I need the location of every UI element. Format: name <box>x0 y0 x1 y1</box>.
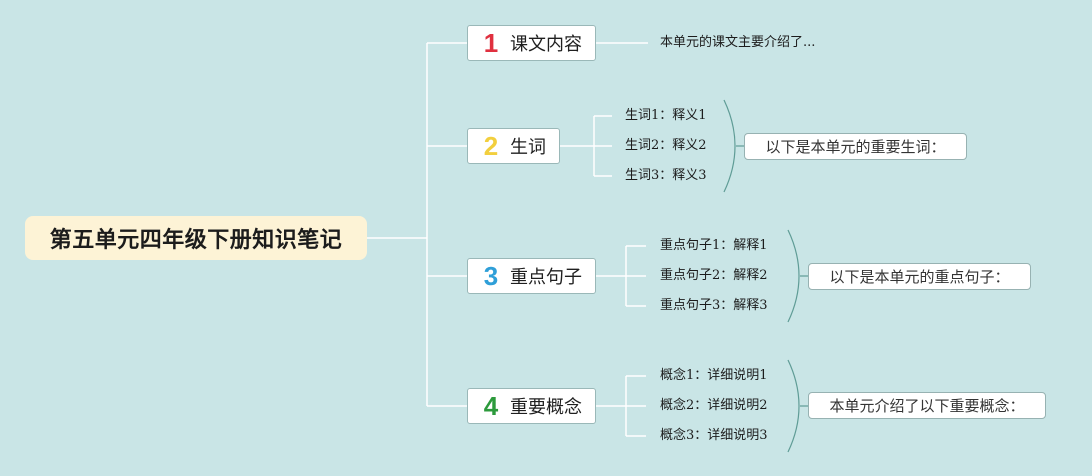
branch-4-topic[interactable]: 4 重要概念 <box>467 388 596 424</box>
number-3-icon: 3 <box>483 261 499 291</box>
branch-4-leaf-3[interactable]: 概念3：详细说明3 <box>660 428 768 443</box>
root-title: 第五单元四年级下册知识笔记 <box>49 228 343 253</box>
branch-3-summary-brace <box>787 229 800 323</box>
branch-3-summary[interactable]: 以下是本单元的重点句子： <box>808 263 1031 290</box>
summary-braces <box>723 99 808 453</box>
branch-1-topic[interactable]: 1 课文内容 <box>467 25 596 61</box>
branch-2-summary-brace <box>723 99 736 193</box>
number-2-icon: 2 <box>483 131 499 161</box>
branch-3-summary-text: 以下是本单元的重点句子： <box>829 268 1010 286</box>
branch-2-summary[interactable]: 以下是本单元的重要生词： <box>744 133 967 160</box>
root-topic[interactable]: 第五单元四年级下册知识笔记 <box>25 216 367 260</box>
number-1-icon: 1 <box>483 28 499 58</box>
number-4-icon: 4 <box>483 391 499 421</box>
branch-3-topic[interactable]: 3 重点句子 <box>467 258 596 294</box>
branch-3-leaf-1[interactable]: 重点句子1：解释1 <box>660 238 768 253</box>
branch-3-leaf-3[interactable]: 重点句子3：解释3 <box>660 298 768 313</box>
branch-4-summary[interactable]: 本单元介绍了以下重要概念： <box>808 392 1046 419</box>
branch-3-label: 重点句子 <box>510 267 582 288</box>
branch-4-leaf-2[interactable]: 概念2：详细说明2 <box>660 398 768 413</box>
branch-4-label: 重要概念 <box>510 397 582 418</box>
branch-2-summary-text: 以下是本单元的重要生词： <box>765 138 946 156</box>
branch-2-leaf-3[interactable]: 生词3：释义3 <box>625 168 707 183</box>
branch-3-leaf-2[interactable]: 重点句子2：解释2 <box>660 268 768 283</box>
branch-2-leaf-2[interactable]: 生词2：释义2 <box>625 138 707 153</box>
branch-4-summary-text: 本单元介绍了以下重要概念： <box>829 397 1025 415</box>
main-connectors <box>367 42 648 437</box>
branch-4-summary-brace <box>787 359 800 453</box>
branch-2-label: 生词 <box>510 137 546 158</box>
branch-1-leaf-1[interactable]: 本单元的课文主要介绍了... <box>660 35 816 50</box>
branch-2-leaf-1[interactable]: 生词1：释义1 <box>625 108 707 123</box>
branch-1-label: 课文内容 <box>510 34 582 55</box>
branch-2-topic[interactable]: 2 生词 <box>467 128 560 164</box>
branch-4-leaf-1[interactable]: 概念1：详细说明1 <box>660 368 768 383</box>
